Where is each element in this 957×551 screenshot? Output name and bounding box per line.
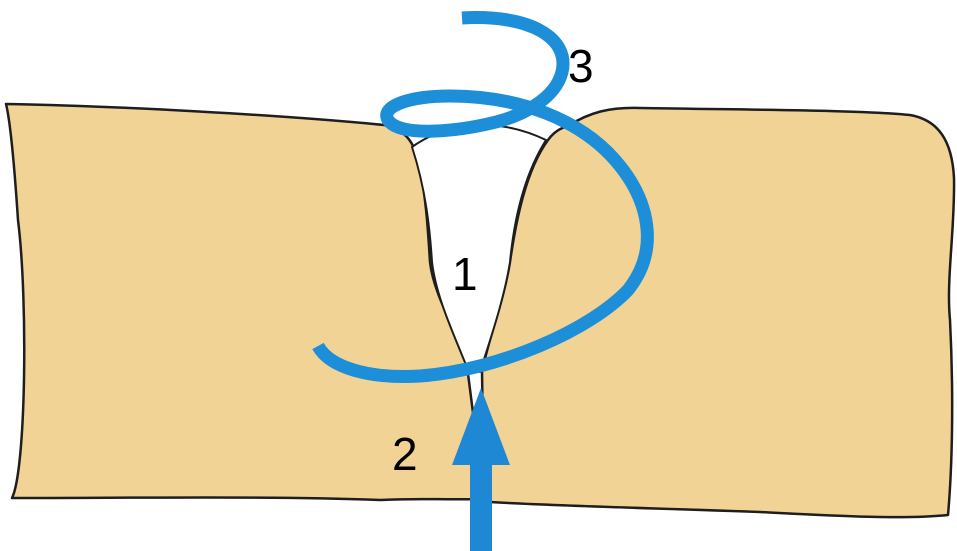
label-coil: 3: [568, 40, 594, 92]
up-arrow-icon: [452, 388, 510, 551]
suture-thread: [312, 11, 654, 383]
label-gap: 1: [452, 248, 478, 300]
label-arrow: 2: [392, 428, 418, 480]
arrow-shaft: [470, 455, 492, 551]
wound-gap: [411, 123, 547, 373]
right-material-block: [480, 106, 956, 519]
arrow-head: [452, 388, 510, 465]
